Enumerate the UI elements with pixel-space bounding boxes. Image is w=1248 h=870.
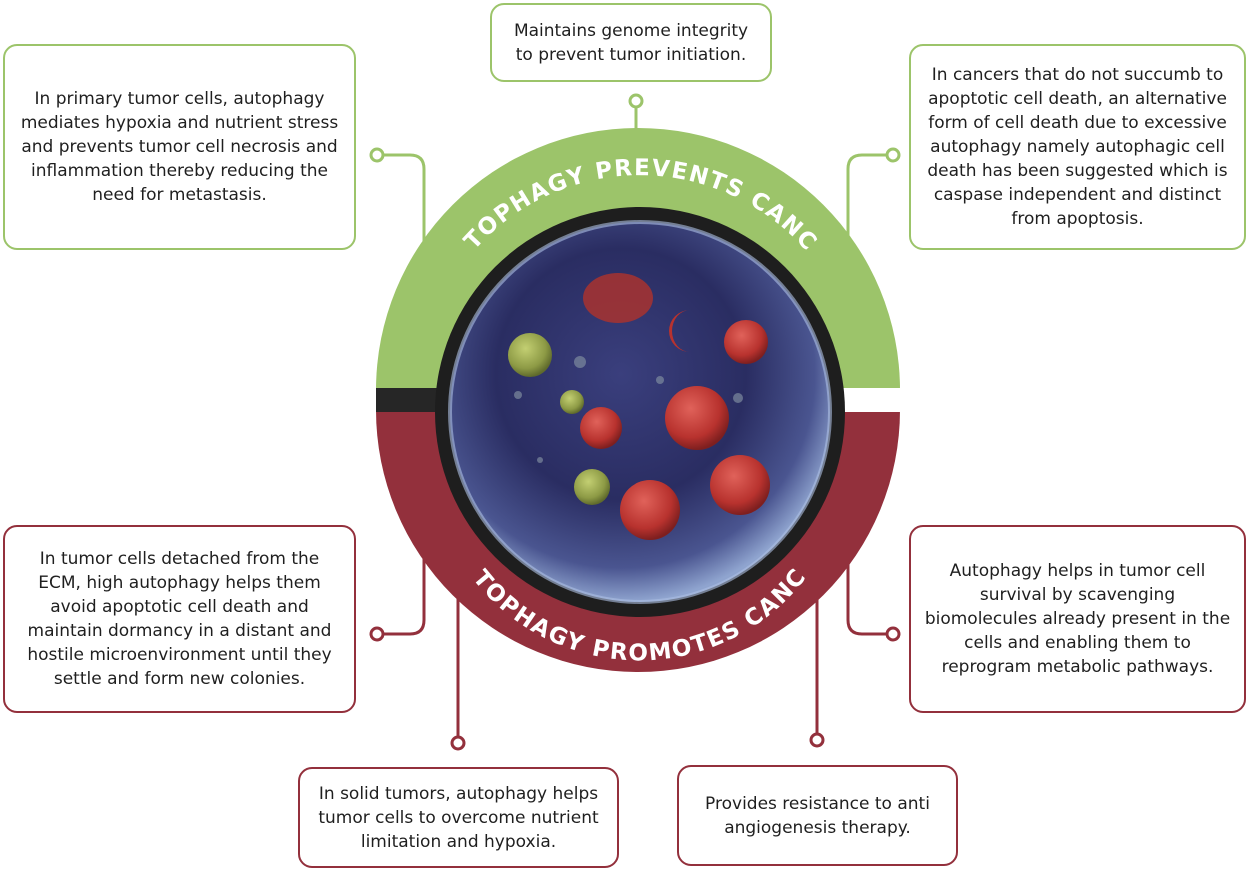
green-cell-icon <box>508 333 552 377</box>
top-box-text: Maintains genome integrity to prevent tu… <box>513 20 749 65</box>
central-ring <box>376 128 900 672</box>
bottom-left-box-text: In solid tumors, autophagy helps tumor c… <box>318 783 599 852</box>
connector-mid-left <box>369 515 426 642</box>
mid-left-box: In tumor cells detached from the ECM, hi… <box>3 525 356 713</box>
cell-illustrations <box>508 273 770 540</box>
bottom-left-box: In solid tumors, autophagy helps tumor c… <box>298 767 619 868</box>
crescent-cell-icon <box>669 310 690 352</box>
red-cell-icon <box>620 480 680 540</box>
red-cell-icon <box>580 407 622 449</box>
top-left-box-text: In primary tumor cells, autophagy mediat… <box>20 89 339 205</box>
bottom-right-box: Provides resistance to anti angiogenesis… <box>677 765 958 866</box>
mid-right-box: Autophagy helps in tumor cell survival b… <box>909 525 1246 713</box>
top-right-box: In cancers that do not succumb to apopto… <box>909 44 1246 250</box>
red-cell-icon <box>724 320 768 364</box>
bottom-right-box-text: Provides resistance to anti angiogenesis… <box>705 793 930 838</box>
mid-left-box-text: In tumor cells detached from the ECM, hi… <box>27 549 332 689</box>
top-left-box: In primary tumor cells, autophagy mediat… <box>3 44 356 250</box>
green-cell-small-icon <box>560 390 584 414</box>
connector-bottom-right <box>809 583 825 748</box>
connector-bottom-left <box>450 583 466 751</box>
core-rim-highlight <box>448 220 832 604</box>
connector-mid-right <box>846 515 901 642</box>
red-organelle-icon <box>583 273 653 323</box>
top-box: Maintains genome integrity to prevent tu… <box>490 3 772 82</box>
red-cell-icon <box>710 455 770 515</box>
red-cell-icon <box>665 386 729 450</box>
top-right-box-text: In cancers that do not succumb to apopto… <box>927 65 1228 229</box>
connector-top-right <box>846 147 901 245</box>
connector-top-left <box>369 147 426 255</box>
green-cell-icon <box>574 469 610 505</box>
mid-right-box-text: Autophagy helps in tumor cell survival b… <box>924 561 1231 677</box>
